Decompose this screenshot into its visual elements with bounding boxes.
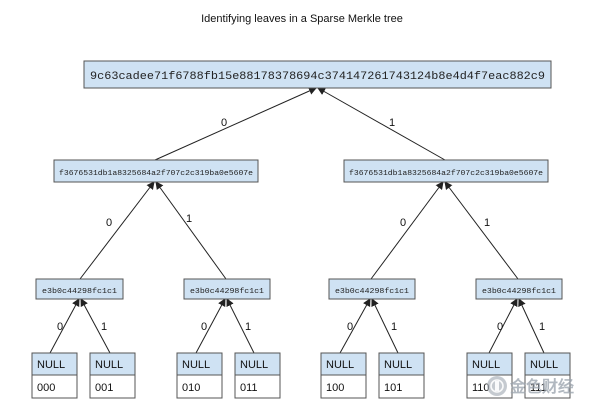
edge-leaf-2-to-l2-1	[195, 298, 226, 354]
leaf-3-value: NULL	[240, 359, 268, 371]
level1-node-0: f3676531db1a8325684a2f707c2c319ba0e5607e	[53, 159, 259, 183]
level2-node-1-hash: e3b0c44298fc1c1	[190, 288, 265, 296]
leaf-1-value: NULL	[95, 359, 123, 371]
leaf-2-value: NULL	[182, 359, 210, 371]
root-node-box	[83, 60, 552, 89]
leaf-3: NULL 011	[234, 352, 281, 399]
leaf-0-path-box	[31, 374, 78, 399]
edge-label-l2-3-left: 0	[497, 321, 503, 333]
leaf-4: NULL 100	[320, 352, 367, 399]
edge-label-l1-0-left: 0	[106, 217, 112, 229]
edge-label-l2-0-right: 1	[101, 321, 107, 333]
edge-l2-2-to-l1-1	[370, 181, 444, 280]
edge-l2-1-to-l1-0	[155, 181, 227, 280]
edge-leaf-0-to-l2-0	[49, 298, 80, 354]
diagram-title: Identifying leaves in a Sparse Merkle tr…	[201, 13, 403, 25]
leaf-4-value: NULL	[326, 359, 354, 371]
leaf-2-path-box	[176, 374, 223, 399]
edge-label-l1-0-right: 1	[186, 213, 192, 225]
leaf-0: NULL 000	[31, 352, 78, 399]
leaf-7-value: NULL	[530, 359, 558, 371]
level2-node-0-hash: e3b0c44298fc1c1	[42, 288, 118, 296]
edge-label-root-right: 1	[389, 117, 395, 129]
level1-node-0-hash: f3676531db1a8325684a2f707c2c319ba0e5607e	[59, 170, 253, 178]
leaf-2: NULL 010	[176, 352, 223, 399]
level1-node-1-box	[343, 159, 549, 183]
leaf-6-path: 110	[472, 382, 490, 394]
leaf-1-path-box	[89, 374, 136, 399]
jinse-logo-icon	[487, 376, 507, 396]
leaf-4-path-box	[320, 374, 367, 399]
leaf-5-value: NULL	[384, 359, 412, 371]
root-node: 9c63cadee71f6788fb15e88178378694c3741472…	[83, 60, 552, 89]
tree-edges	[49, 87, 545, 354]
leaf-0-value: NULL	[37, 359, 65, 371]
edge-l1-0-to-root	[154, 87, 317, 161]
edge-l1-1-to-root	[317, 87, 446, 161]
leaf-1-path: 001	[95, 382, 113, 394]
level2-node-3-box	[475, 278, 563, 300]
level2-node-0: e3b0c44298fc1c1	[35, 278, 124, 300]
edge-label-l1-1-left: 0	[400, 217, 406, 229]
level2-node-2-box	[328, 278, 416, 300]
edge-l2-3-to-l1-1	[444, 181, 519, 280]
edge-leaf-7-to-l2-3	[518, 298, 545, 354]
edge-label-l2-2-right: 1	[391, 321, 397, 333]
edge-label-l2-0-left: 0	[57, 321, 63, 333]
level2-node-2: e3b0c44298fc1c1	[328, 278, 416, 300]
leaf-5-path-box	[378, 374, 425, 399]
edge-leaf-6-to-l2-3	[488, 298, 518, 354]
level2-node-3-hash: e3b0c44298fc1c1	[482, 288, 557, 296]
leaf-5: NULL 101	[378, 352, 425, 399]
edge-leaf-4-to-l2-2	[339, 298, 371, 354]
leaf-1: NULL 001	[89, 352, 136, 399]
leaf-7: NULL 111	[524, 352, 571, 399]
leaf-0-path: 000	[37, 382, 55, 394]
leaf-6-value: NULL	[472, 359, 500, 371]
leaf-5-path: 101	[384, 382, 402, 394]
edge-l2-0-to-l1-0	[79, 181, 155, 280]
leaf-7-path: 111	[530, 382, 547, 394]
edge-label-l2-3-right: 1	[539, 321, 545, 333]
level1-node-1-hash: f3676531db1a8325684a2f707c2c319ba0e5607e	[349, 170, 543, 178]
edge-label-root-left: 0	[221, 117, 227, 129]
level2-node-3: e3b0c44298fc1c1	[475, 278, 563, 300]
edge-labels: 0 1 0 1 0 1 0 1 0 1 0 1 0 1	[57, 117, 545, 333]
edge-leaf-5-to-l2-2	[371, 298, 399, 354]
edge-leaf-1-to-l2-0	[80, 298, 111, 354]
level1-node-1: f3676531db1a8325684a2f707c2c319ba0e5607e	[343, 159, 549, 183]
watermark: 金色财经	[487, 376, 574, 396]
leaf-2-path: 010	[182, 382, 200, 394]
edge-label-l2-2-left: 0	[347, 321, 353, 333]
root-hash: 9c63cadee71f6788fb15e88178378694c3741472…	[90, 71, 545, 83]
edge-label-l1-1-right: 1	[484, 217, 490, 229]
level2-node-1-box	[183, 278, 271, 300]
level1-node-0-box	[53, 159, 259, 183]
level2-node-2-hash: e3b0c44298fc1c1	[335, 288, 410, 296]
edge-leaf-3-to-l2-1	[226, 298, 255, 354]
leaf-3-path-box	[234, 374, 281, 399]
edge-label-l2-1-left: 0	[201, 321, 207, 333]
edge-label-l2-1-right: 1	[245, 321, 251, 333]
level2-node-0-box	[35, 278, 124, 300]
leaf-7-path-box	[524, 374, 571, 399]
leaf-4-path: 100	[326, 382, 344, 394]
level2-node-1: e3b0c44298fc1c1	[183, 278, 271, 300]
watermark-text: 金色财经	[509, 377, 574, 396]
leaf-3-path: 011	[240, 382, 258, 394]
